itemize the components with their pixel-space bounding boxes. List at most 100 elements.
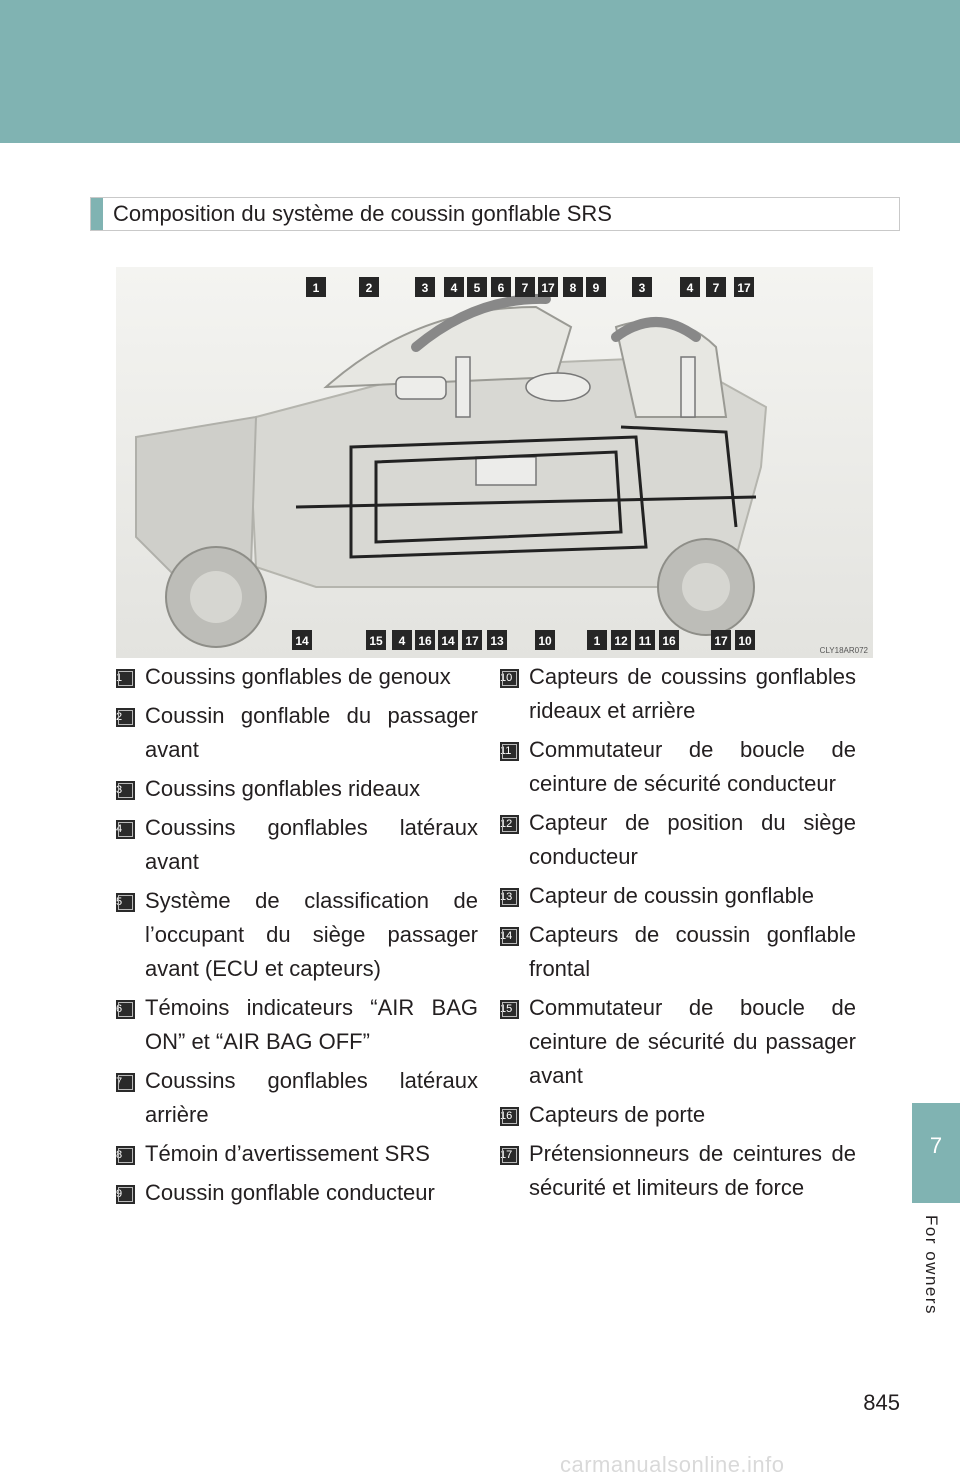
- callout-box: [359, 277, 379, 297]
- curtain-airbag-right: [611, 317, 701, 342]
- callout-number: 3: [639, 281, 646, 295]
- callout-17: 17: [734, 277, 754, 297]
- legend-number-badge: 14: [500, 927, 519, 946]
- callout-17: 17: [538, 277, 558, 297]
- callout-number: 17: [737, 281, 751, 295]
- callout-number: 16: [662, 634, 676, 648]
- callout-number: 12: [614, 634, 628, 648]
- wiring-loop-2: [374, 450, 623, 544]
- legend-number: 17: [500, 1149, 513, 1161]
- legend-number: 5: [116, 896, 123, 908]
- callout-box: [491, 277, 511, 297]
- legend-number-badge: 10: [500, 669, 519, 688]
- callout-box: [292, 630, 312, 650]
- legend-number-badge: 11: [500, 742, 519, 761]
- callout-box: [535, 630, 555, 650]
- wiring-rear: [620, 425, 738, 528]
- callout-9: 9: [586, 277, 606, 297]
- legend-number: 8: [116, 1149, 123, 1161]
- legend-number: 15: [500, 1003, 513, 1015]
- chapter-number: 7: [929, 1133, 943, 1158]
- callout-8: 8: [563, 277, 583, 297]
- legend-item-2: 2 Coussin gonflable du passager avant: [116, 699, 478, 767]
- legend-text: Coussins gonflables latéraux arrière: [145, 1068, 478, 1127]
- callout-box: [538, 277, 558, 297]
- legend-number: 1: [116, 672, 123, 684]
- legend-text: Coussin gonflable du passager avant: [145, 703, 478, 762]
- callout-10: 10: [535, 630, 555, 650]
- callout-7: 7: [706, 277, 726, 297]
- callout-4: 4: [444, 277, 464, 297]
- callout-number: 8: [570, 281, 577, 295]
- legend-number: 13: [500, 891, 513, 903]
- callout-number: 3: [422, 281, 429, 295]
- section-heading: Composition du système de coussin gonfla…: [90, 197, 900, 231]
- callout-number: 17: [714, 634, 728, 648]
- legend-text: Commutateur de boucle de ceinture de séc…: [529, 737, 856, 796]
- callout-box: [462, 630, 482, 650]
- legend-number-badge: 12: [500, 815, 519, 834]
- callout-box: [734, 277, 754, 297]
- legend-number-badge: 8: [116, 1146, 135, 1165]
- legend-number: 9: [116, 1188, 123, 1200]
- legend-number: 2: [116, 711, 123, 723]
- callout-10: 10: [735, 630, 755, 650]
- legend-item-11: 11 Commutateur de boucle de ceinture de s…: [500, 733, 856, 801]
- legend-text: Coussins gonflables rideaux: [145, 776, 421, 801]
- legend-number-badge: 17: [500, 1146, 519, 1165]
- callout-number: 15: [369, 634, 383, 648]
- legend-text: Système de classification de l’occupant …: [145, 888, 478, 981]
- front-wheel-hub: [190, 571, 242, 623]
- legend-number-badge: 7: [116, 1073, 135, 1092]
- legend-right-column: 10 Capteurs de coussins gonflables rideau…: [500, 660, 856, 1210]
- legend-number-badge: 16: [500, 1107, 519, 1126]
- callout-box: [586, 277, 606, 297]
- callout-number: 1: [594, 634, 601, 648]
- callout-7: 7: [515, 277, 535, 297]
- callout-number: 16: [418, 634, 432, 648]
- callout-number: 1: [313, 281, 320, 295]
- windshield: [323, 305, 573, 389]
- legend-item-7: 7 Coussins gonflables latéraux arrière: [116, 1064, 478, 1132]
- passenger-airbag: [395, 376, 447, 400]
- callout-box: [306, 277, 326, 297]
- driver-airbag: [525, 372, 591, 402]
- legend-text: Témoins indicateurs “AIR BAG ON” et “AIR…: [145, 995, 478, 1054]
- callout-box: [706, 277, 726, 297]
- callout-box: [659, 630, 679, 650]
- legend-text: Capteurs de coussin gonflable frontal: [529, 922, 856, 981]
- legend-number: 14: [500, 930, 513, 942]
- rear-wheel-hub: [682, 563, 730, 611]
- callout-box: [711, 630, 731, 650]
- callout-number: 4: [451, 281, 458, 295]
- callout-number: 4: [399, 634, 406, 648]
- chapter-tab: 7: [912, 1103, 960, 1203]
- callout-number: 7: [713, 281, 720, 295]
- callout-number: 6: [498, 281, 505, 295]
- callout-number: 13: [490, 634, 504, 648]
- callout-2: 2: [359, 277, 379, 297]
- callout-14: 14: [292, 630, 312, 650]
- callout-number: 10: [538, 634, 552, 648]
- legend-number-badge: 9: [116, 1185, 135, 1204]
- callout-box: [563, 277, 583, 297]
- legend-item-12: 12 Capteur de position du siège conducteu…: [500, 806, 856, 874]
- legend-number: 16: [500, 1110, 513, 1122]
- callout-box: [415, 277, 435, 297]
- legend-text: Capteur de position du siège conducteur: [529, 810, 856, 869]
- wiring-main: [295, 495, 757, 509]
- callout-box: [515, 277, 535, 297]
- callout-box: [611, 630, 631, 650]
- callout-number: 17: [465, 634, 479, 648]
- legend-text: Capteurs de coussins gonflables rideaux …: [529, 664, 856, 723]
- callout-number: 4: [687, 281, 694, 295]
